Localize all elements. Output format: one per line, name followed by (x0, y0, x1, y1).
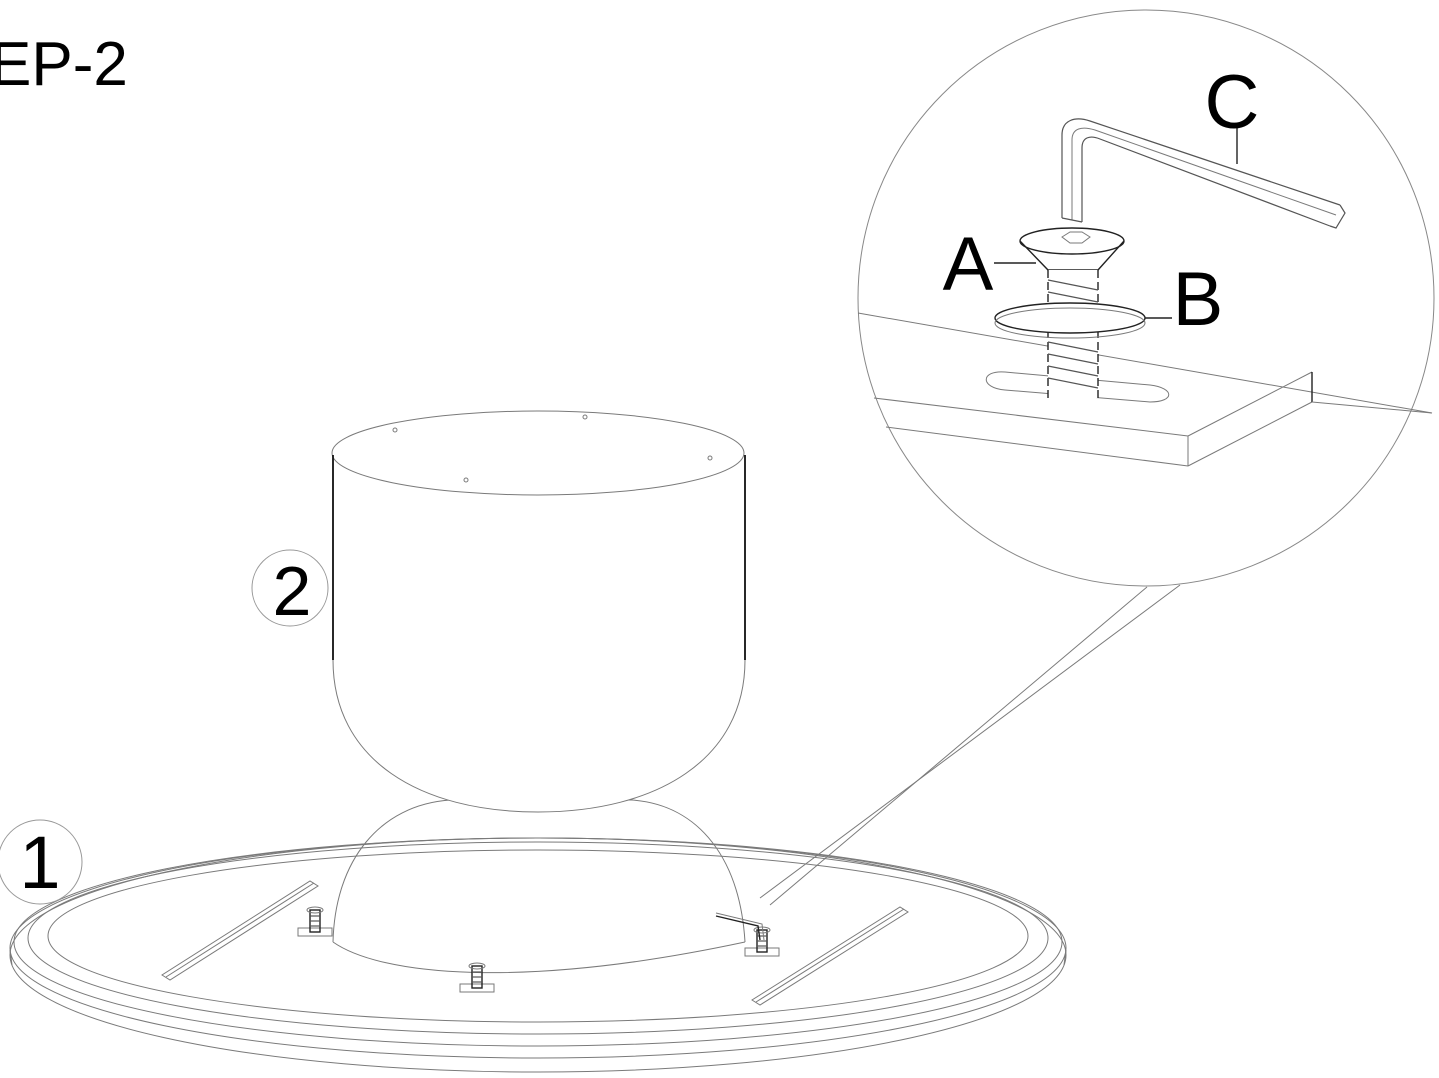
screw-assembly-front (459, 962, 495, 993)
callout-c: C (1205, 60, 1260, 164)
callout-a: A (943, 222, 1036, 307)
callout-b-label: B (1173, 257, 1224, 342)
callout-b: B (1145, 257, 1223, 342)
callout-part-2: 2 (251, 549, 329, 630)
screw-assembly-right (744, 926, 780, 957)
allen-key-small (715, 912, 765, 941)
base-dome (332, 799, 746, 943)
screw-assembly-left (297, 906, 333, 937)
callout-c-label: C (1205, 60, 1260, 145)
countersunk-screw-a (1019, 227, 1125, 398)
upper-body (331, 410, 746, 813)
callout-a-label: A (943, 222, 994, 307)
detail-view (759, 9, 1435, 906)
base-plate (9, 837, 1067, 1073)
callout-part-1: 1 (0, 819, 83, 905)
callout-part-2-label: 2 (273, 552, 312, 630)
step-title: EP-2 (0, 30, 128, 99)
allen-key-c (1061, 118, 1346, 229)
callout-part-1-label: 1 (19, 821, 60, 904)
mounting-slot-right (751, 906, 909, 1006)
mounting-slot-left (161, 880, 319, 981)
